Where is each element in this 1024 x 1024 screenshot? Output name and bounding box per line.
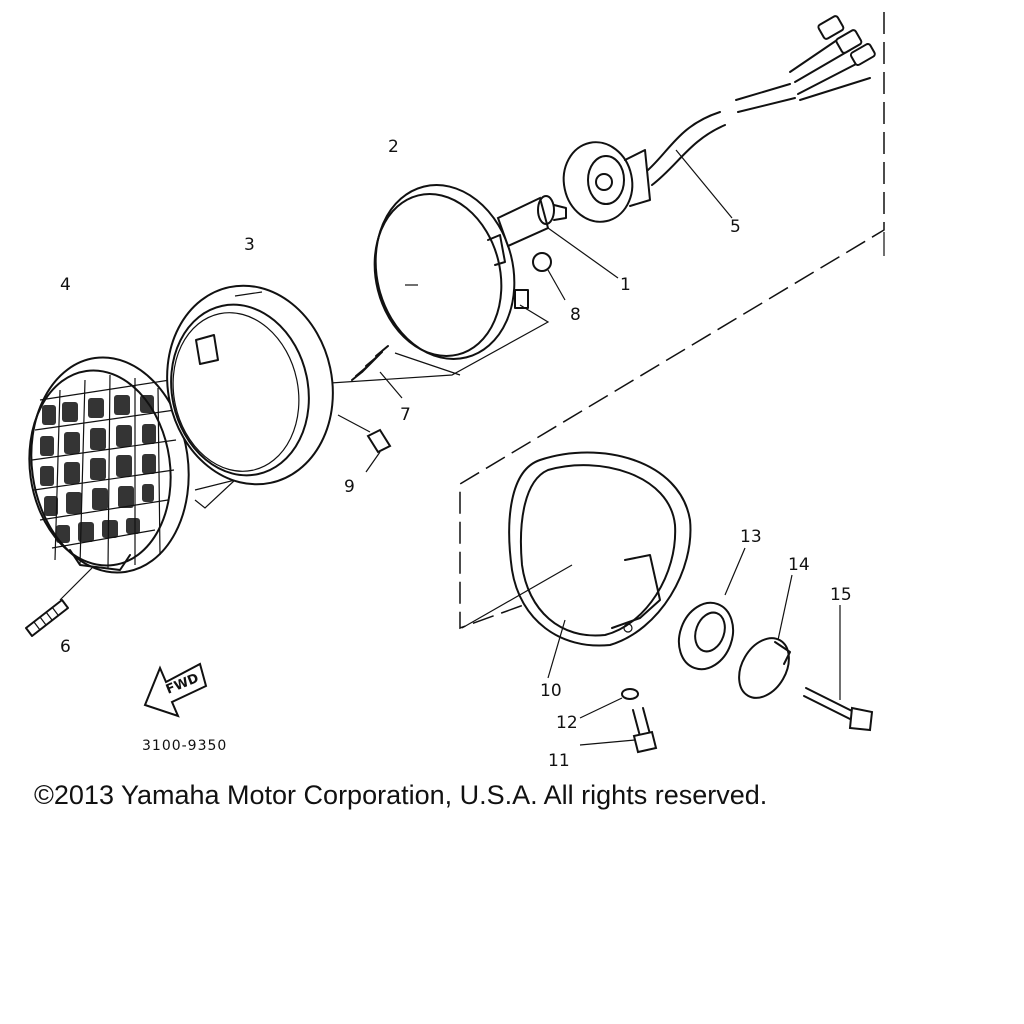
nut-part-8 xyxy=(532,252,566,301)
callout-labels: 1 2 3 4 5 6 7 8 9 10 11 12 13 14 15 xyxy=(60,137,852,771)
long-bolt-part-15 xyxy=(803,605,874,732)
callout-11: 11 xyxy=(548,751,570,771)
drawing-code: 3100-9350 xyxy=(142,738,227,754)
headlight-rim xyxy=(166,284,334,486)
bolt-part-9 xyxy=(337,414,392,473)
callout-6: 6 xyxy=(60,637,71,657)
screw-part-6 xyxy=(25,567,93,637)
callout-12: 12 xyxy=(556,713,578,733)
callout-8: 8 xyxy=(570,305,581,325)
sealed-beam-unit xyxy=(373,184,529,360)
fwd-arrow-icon: FWD xyxy=(143,662,208,718)
callout-14: 14 xyxy=(788,555,810,575)
grommet-part-13 xyxy=(677,547,746,671)
callout-15: 15 xyxy=(830,585,852,605)
bulb xyxy=(496,195,619,279)
callout-7: 7 xyxy=(400,405,411,425)
grille-guard xyxy=(28,356,190,574)
callout-9: 9 xyxy=(344,477,355,497)
callout-2: 2 xyxy=(388,137,399,157)
callout-1: 1 xyxy=(620,275,631,295)
headlight-housing xyxy=(461,451,692,679)
headlight-exploded-diagram: FWD 1 2 3 4 5 6 7 8 9 10 11 12 13 14 15 … xyxy=(25,12,885,771)
copyright-notice: ©2013 Yamaha Motor Corporation, U.S.A. A… xyxy=(34,780,768,810)
callout-5: 5 xyxy=(730,217,741,237)
cover-part-14 xyxy=(738,574,793,699)
screw-part-11 xyxy=(579,707,658,754)
callout-3: 3 xyxy=(244,235,255,255)
callout-10: 10 xyxy=(540,681,562,701)
socket-harness xyxy=(562,15,876,223)
callout-13: 13 xyxy=(740,527,762,547)
assembly-boundary xyxy=(194,12,885,630)
callout-4: 4 xyxy=(60,275,71,295)
spring-part-7 xyxy=(351,345,403,399)
washer-part-12 xyxy=(579,688,639,719)
